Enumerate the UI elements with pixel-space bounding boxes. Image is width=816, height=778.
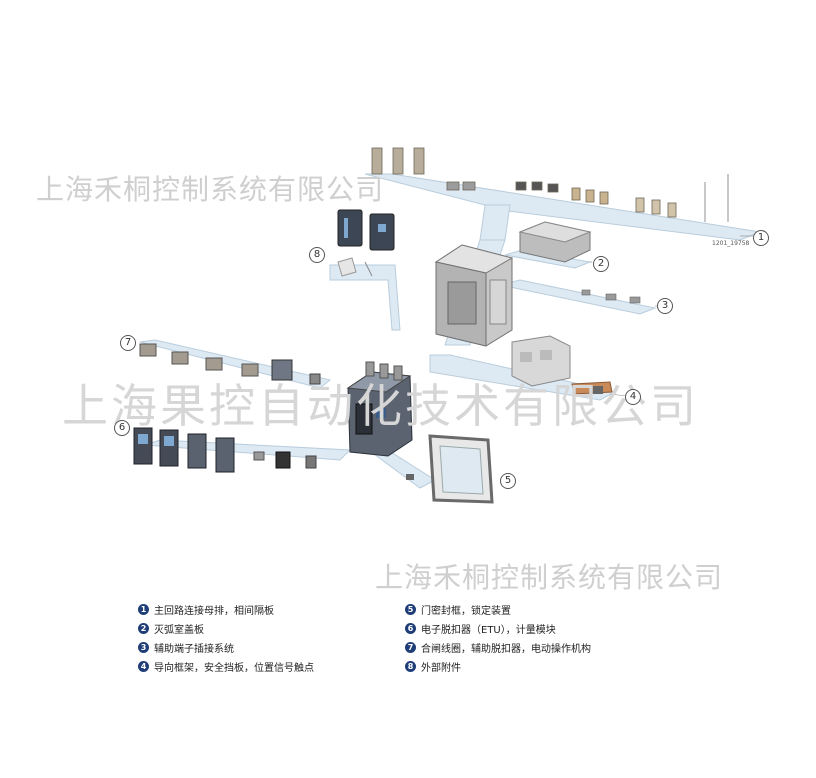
legend-left: 1 主回路连接母排，相间隔板 2 灭弧室盖板 3 辅助端子插接系统 4 导向框架… <box>138 600 314 676</box>
legend-right: 5 门密封框，锁定装置 6 电子脱扣器（ETU），计量模块 7 合闸线圈，辅助脱… <box>405 600 591 676</box>
legend-number: 3 <box>138 642 149 653</box>
callout-4: 4 <box>625 389 641 405</box>
callout-5: 5 <box>500 473 516 489</box>
legend-text: 外部附件 <box>421 663 461 674</box>
legend-number: 8 <box>405 661 416 672</box>
item8-external-accessories <box>337 209 395 277</box>
legend-text: 灭弧室盖板 <box>154 625 204 636</box>
legend-item: 5 门密封框，锁定装置 <box>405 600 591 619</box>
guide-frame <box>434 244 514 347</box>
legend-number: 4 <box>138 661 149 672</box>
circuit-breaker-body <box>346 361 413 457</box>
legend-text: 电子脱扣器（ETU），计量模块 <box>421 625 556 636</box>
watermark-bottom: 上海禾桐控制系统有限公司 <box>375 561 724 594</box>
legend-text: 主回路连接母排，相间隔板 <box>154 606 274 617</box>
legend-item: 6 电子脱扣器（ETU），计量模块 <box>405 619 591 638</box>
item3-terminal-parts <box>581 289 641 304</box>
legend-number: 7 <box>405 642 416 653</box>
legend-item: 7 合闸线圈，辅助脱扣器，电动操作机构 <box>405 638 591 657</box>
legend-item: 2 灭弧室盖板 <box>138 619 314 638</box>
legend-text: 合闸线圈，辅助脱扣器，电动操作机构 <box>421 644 591 655</box>
callout-3: 3 <box>657 298 673 314</box>
legend-item: 4 导向框架，安全挡板，位置信号触点 <box>138 657 314 676</box>
watermark-middle: 上海果控自动化技术有限公司 <box>62 379 699 433</box>
legend-number: 1 <box>138 604 149 615</box>
drawing-code: 1201_19758 <box>712 240 750 247</box>
callout-1: 1 <box>753 230 769 246</box>
legend-text: 辅助端子插接系统 <box>154 644 234 655</box>
legend-item: 3 辅助端子插接系统 <box>138 638 314 657</box>
item4-shutter-parts <box>511 335 613 395</box>
item5-door-frame <box>406 434 494 504</box>
legend-text: 门密封框，锁定装置 <box>421 606 511 617</box>
legend-number: 6 <box>405 623 416 634</box>
legend-number: 2 <box>138 623 149 634</box>
callout-6: 6 <box>114 420 130 436</box>
item1-busbar-parts <box>371 147 729 222</box>
callout-2: 2 <box>593 256 609 272</box>
callout-8: 8 <box>309 247 325 263</box>
item2-arc-chute-cover <box>518 221 592 263</box>
item6-etu-modules <box>133 427 317 473</box>
legend-number: 5 <box>405 604 416 615</box>
watermark-top: 上海禾桐控制系统有限公司 <box>36 173 385 206</box>
item7-coils-motor <box>139 343 321 385</box>
legend-text: 导向框架，安全挡板，位置信号触点 <box>154 663 314 674</box>
legend-item: 1 主回路连接母排，相间隔板 <box>138 600 314 619</box>
legend-item: 8 外部附件 <box>405 657 591 676</box>
callout-7: 7 <box>120 335 136 351</box>
